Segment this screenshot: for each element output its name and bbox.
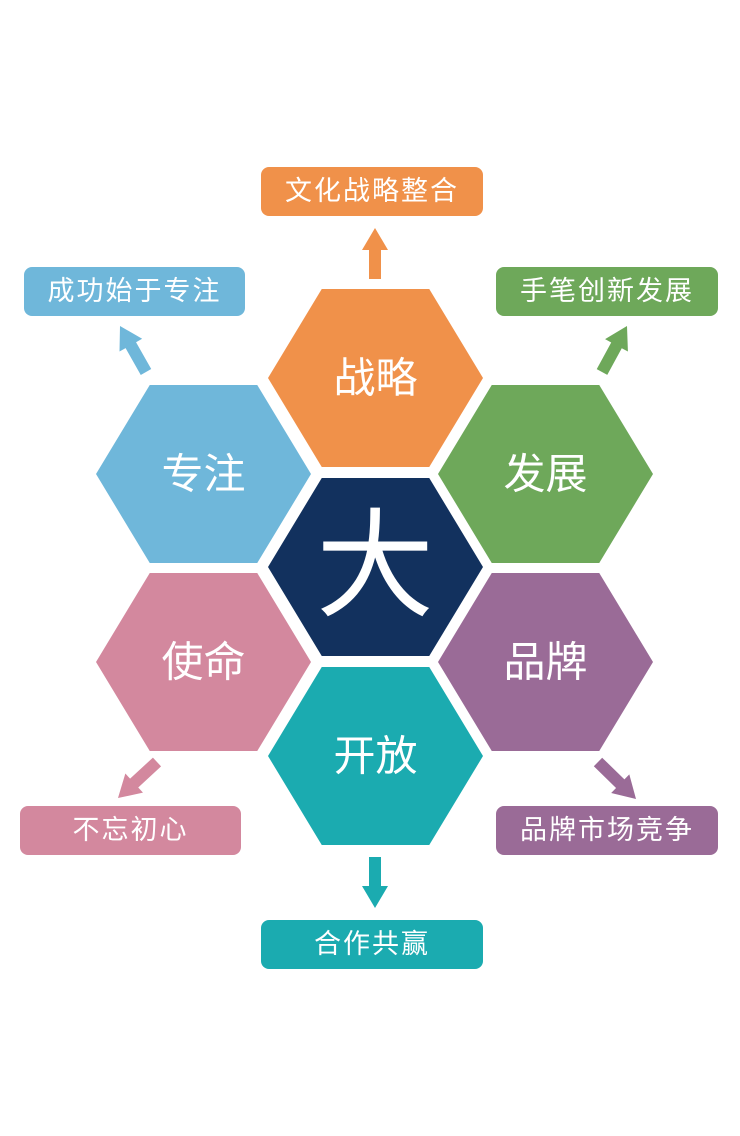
hexagon-label-strategy: 战略 [333, 354, 417, 403]
caption-development: 手笔创新发展 [496, 267, 718, 316]
hexagon-mission [96, 573, 311, 751]
arrow-icon-development [596, 326, 628, 375]
caption-openness: 合作共赢 [261, 920, 483, 969]
hexagon-label-openness: 开放 [333, 732, 417, 781]
hexagon-label-brand: 品牌 [503, 638, 587, 687]
center-hexagon-label: 大 [316, 497, 434, 635]
arrow-icon-brand [593, 757, 636, 799]
hexagon-strategy [268, 289, 483, 467]
arrow-icon-openness [362, 857, 388, 908]
caption-focus: 成功始于专注 [24, 267, 245, 316]
hexagon-focus [96, 385, 311, 563]
caption-mission: 不忘初心 [20, 806, 241, 855]
hexagon-label-focus: 专注 [161, 450, 245, 499]
hexagon-brand [438, 573, 653, 751]
caption-brand: 品牌市场竞争 [496, 806, 718, 855]
arrow-icon-focus [119, 326, 152, 375]
hexagon-development [438, 385, 653, 563]
center-hexagon [268, 478, 483, 656]
arrow-icon-mission [118, 757, 162, 798]
hexagon-label-mission: 使命 [161, 638, 245, 687]
hexagon-label-development: 发展 [503, 450, 587, 499]
arrow-icon-strategy [362, 228, 388, 279]
caption-strategy: 文化战略整合 [261, 167, 483, 216]
hexagon-openness [268, 667, 483, 845]
